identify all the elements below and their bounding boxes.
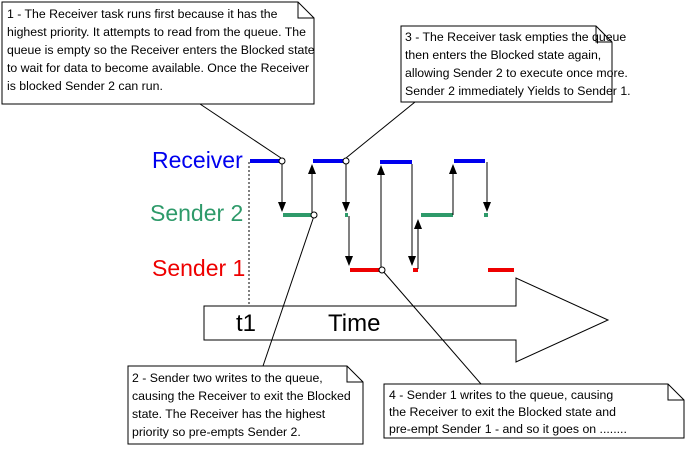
note-1-line-5: is blocked Sender 2 can run. — [7, 79, 163, 93]
axis-title: Time — [328, 310, 380, 337]
callout-leader-note-3 — [345, 101, 416, 159]
time-axis-arrow: t1 Time — [203, 277, 610, 363]
note-3-line-4: Sender 2 immediately Yields to Sender 1. — [405, 84, 631, 98]
note-3: 3 - The Receiver task empties the queue … — [400, 25, 631, 103]
note-2-line-2: causing the Receiver to exit the Blocked — [132, 389, 351, 403]
note-1: 1 - The Receiver task runs first because… — [1, 1, 315, 105]
callout-target-4 — [378, 266, 386, 274]
note-1-line-2: highest priority. It attempts to read fr… — [7, 25, 306, 39]
note-2: 2 - Sender two writes to the queue, caus… — [127, 365, 364, 445]
note-1-line-1: 1 - The Receiver task runs first because… — [7, 7, 278, 21]
note-2-line-1: 2 - Sender two writes to the queue, — [132, 371, 323, 385]
note-1-line-3: queue is empty so the Receiver enters th… — [7, 43, 315, 57]
callout-target-2 — [310, 211, 318, 219]
callout-leader-note-4 — [381, 269, 482, 385]
note-4-line-1: 4 - Sender 1 writes to the queue, causin… — [389, 388, 613, 402]
callout-target-3 — [342, 157, 350, 165]
callout-leader-note-1 — [199, 103, 282, 159]
note-2-line-4: priority so pre-empts Sender 2. — [132, 425, 301, 439]
callout-leaders — [199, 101, 482, 385]
transition-arrows — [278, 162, 491, 269]
callout-leader-note-2 — [262, 215, 315, 367]
note-3-line-3: allowing Sender 2 to execute once more. — [405, 66, 628, 80]
note-4-line-3: pre-empt Sender 1 - and so it goes on ..… — [389, 422, 627, 436]
note-3-line-2: then enters the Blocked state again, — [405, 48, 601, 62]
receiver-execution-segments — [250, 159, 485, 164]
lane-label-receiver: Receiver — [152, 147, 243, 173]
callout-target-1 — [278, 157, 286, 165]
lane-label-sender-1: Sender 1 — [152, 255, 245, 281]
callout-target-markers — [278, 157, 386, 274]
note-4: 4 - Sender 1 writes to the queue, causin… — [383, 383, 685, 439]
note-3-line-1: 3 - The Receiver task empties the queue — [405, 30, 626, 44]
note-4-line-2: the Receiver to exit the Blocked state a… — [389, 405, 616, 419]
note-1-line-4: to wait for data to become available. On… — [7, 61, 309, 75]
lane-label-sender-2: Sender 2 — [150, 200, 243, 226]
note-2-line-3: state. The Receiver has the highest — [132, 407, 326, 421]
axis-start-label: t1 — [236, 310, 256, 337]
